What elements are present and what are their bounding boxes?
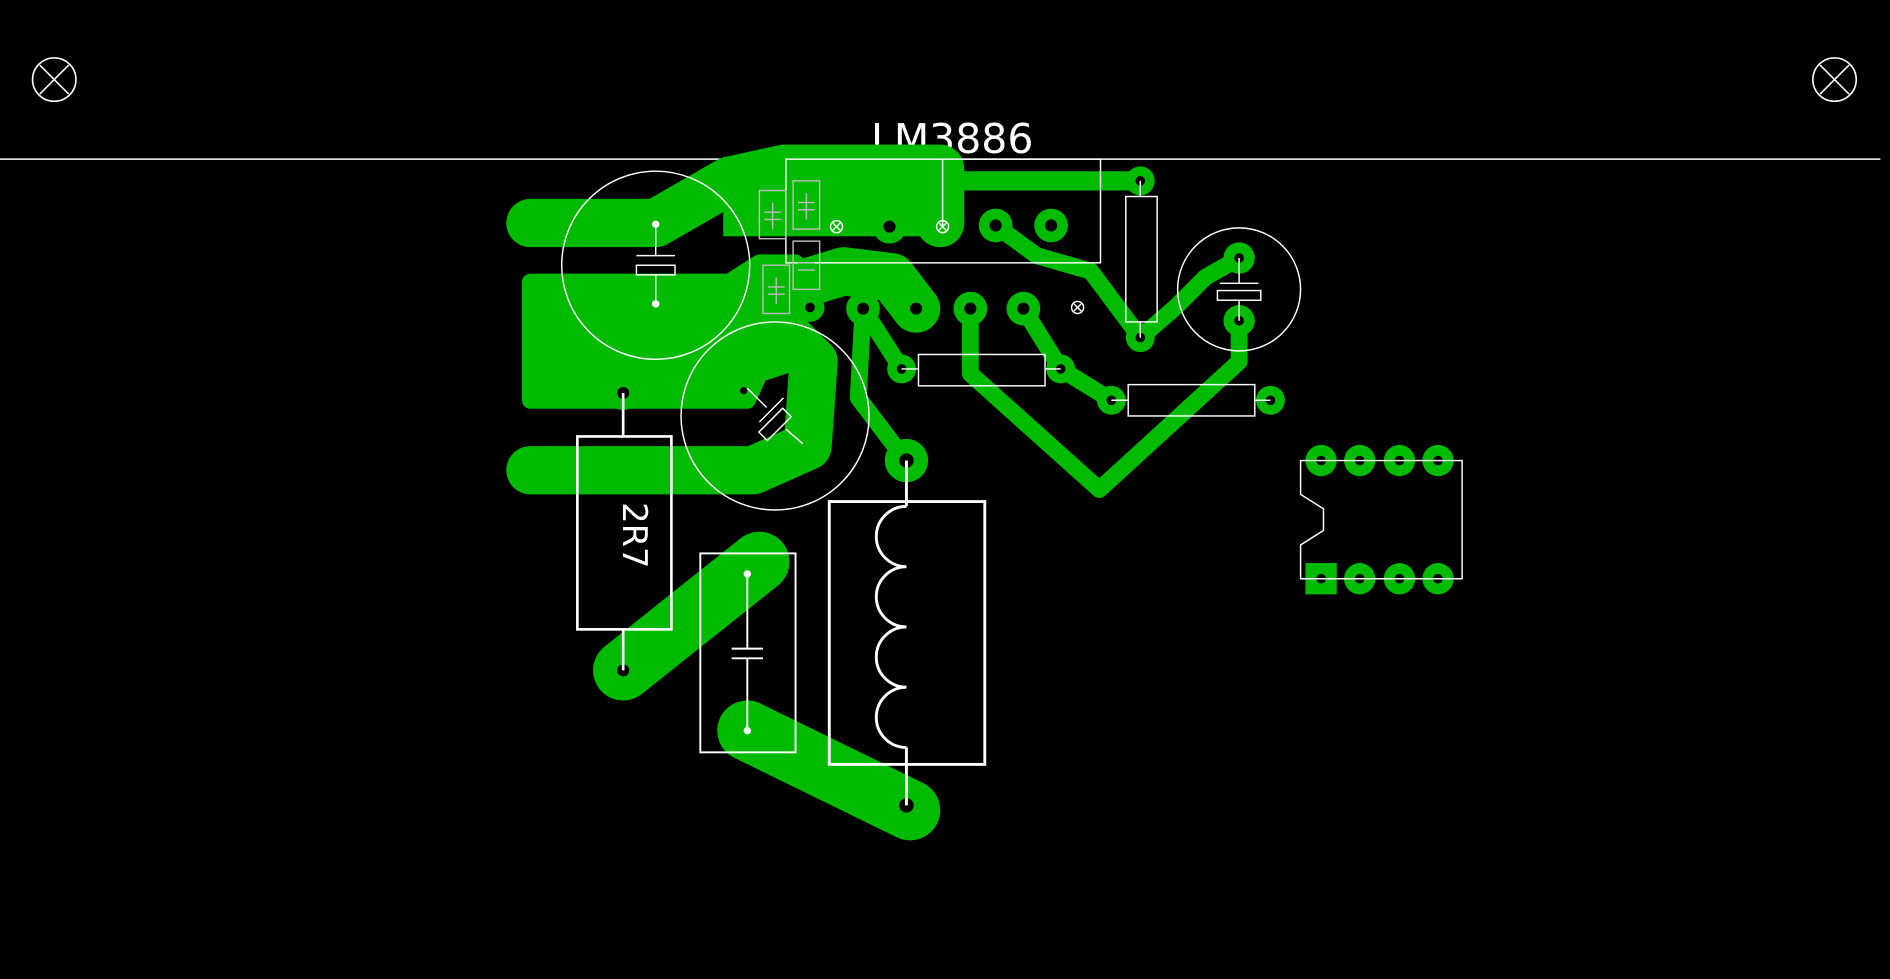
dip8-ic-outline [1299, 459, 1463, 580]
drill-holes [617, 176, 1443, 813]
trace-supply-bottom [506, 247, 941, 495]
copper-pour-ground [521, 254, 804, 409]
mounting-hole-right-icon [1812, 57, 1858, 103]
mounting-hole-left-icon [31, 57, 77, 103]
pads [606, 166, 1454, 595]
silkscreen-layer [560, 158, 1463, 806]
capacitor-c1-outline [560, 170, 751, 361]
inductor-coil [874, 504, 907, 749]
capacitor-c2-outline [680, 321, 870, 511]
trace-pin-lower [849, 300, 913, 467]
trace-bottom-cap-b [717, 700, 941, 841]
resistor-label: 2R7 [615, 502, 654, 568]
trace-bottom-cap-a [593, 531, 790, 701]
copper-pour-top-block [723, 156, 943, 237]
resistor-r-middle-outline [917, 353, 1046, 387]
inductor-outline [827, 500, 987, 766]
trace-v-shape [961, 300, 1248, 498]
capacitor-c3-outline [699, 552, 797, 754]
capacitor-c4-outline [1176, 227, 1302, 352]
copper-layer [506, 144, 1454, 841]
resistor-r-vertical-outline [1125, 195, 1158, 323]
